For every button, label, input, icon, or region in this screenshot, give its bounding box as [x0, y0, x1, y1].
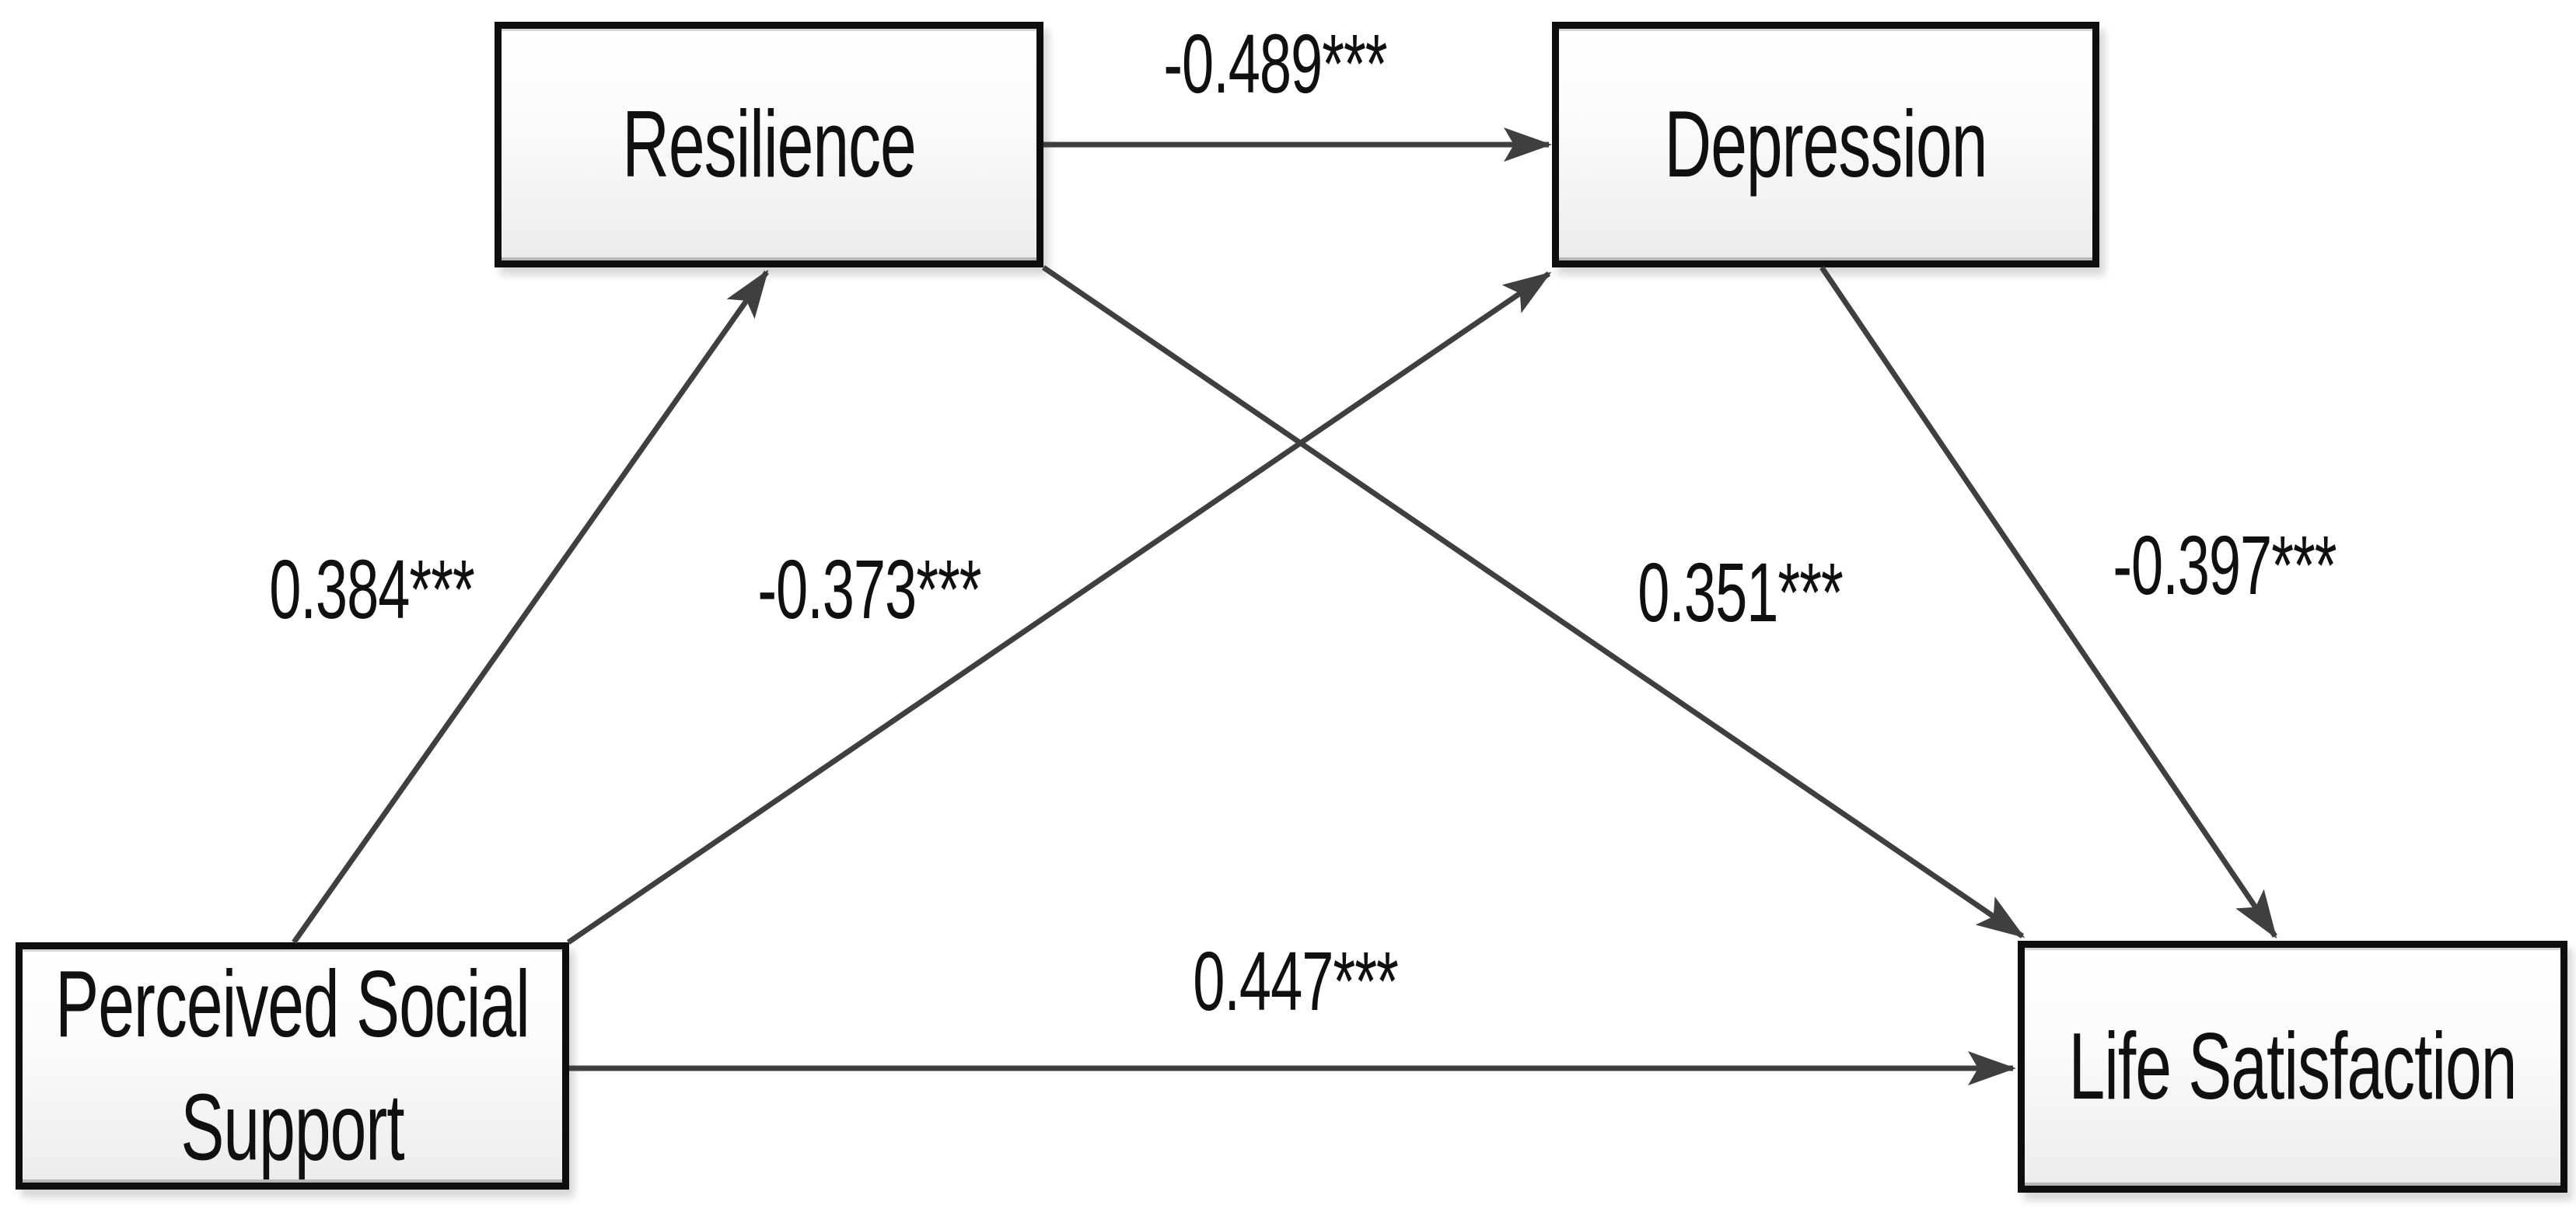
node-perceived-social-support: Perceived Social Support: [16, 942, 569, 1190]
coefficient-pss-to-resilience: 0.384***: [269, 543, 475, 636]
arrow-resilience-to-life-satisfaction: [1042, 265, 2025, 938]
coefficient-text: 0.447***: [1193, 934, 1399, 1029]
coefficient-depression-to-life-satisfaction: -0.397***: [2113, 519, 2337, 612]
node-label-depression: Depression: [1664, 90, 1988, 197]
node-depression: Depression: [1552, 22, 2099, 267]
coefficient-text: 0.384***: [269, 542, 475, 637]
node-life-satisfaction: Life Satisfaction: [2018, 941, 2567, 1193]
coefficient-resilience-to-life-satisfaction: 0.351***: [1638, 546, 1844, 639]
coefficient-pss-to-depression: -0.373***: [757, 543, 981, 636]
node-label-resilience: Resilience: [622, 90, 917, 197]
node-resilience: Resilience: [495, 22, 1043, 267]
coefficient-pss-to-life-satisfaction: 0.447***: [1193, 935, 1399, 1028]
coefficient-text: -0.489***: [1163, 16, 1387, 111]
coefficient-text: 0.351***: [1638, 545, 1844, 640]
coefficient-resilience-to-depression: -0.489***: [1163, 17, 1387, 110]
coefficient-text: -0.397***: [2113, 518, 2337, 613]
arrow-pss-to-depression: [567, 271, 1552, 945]
coefficient-text: -0.373***: [757, 542, 981, 637]
node-label-perceived-social-support: Perceived Social Support: [55, 950, 530, 1180]
node-label-life-satisfaction: Life Satisfaction: [2068, 1012, 2517, 1120]
